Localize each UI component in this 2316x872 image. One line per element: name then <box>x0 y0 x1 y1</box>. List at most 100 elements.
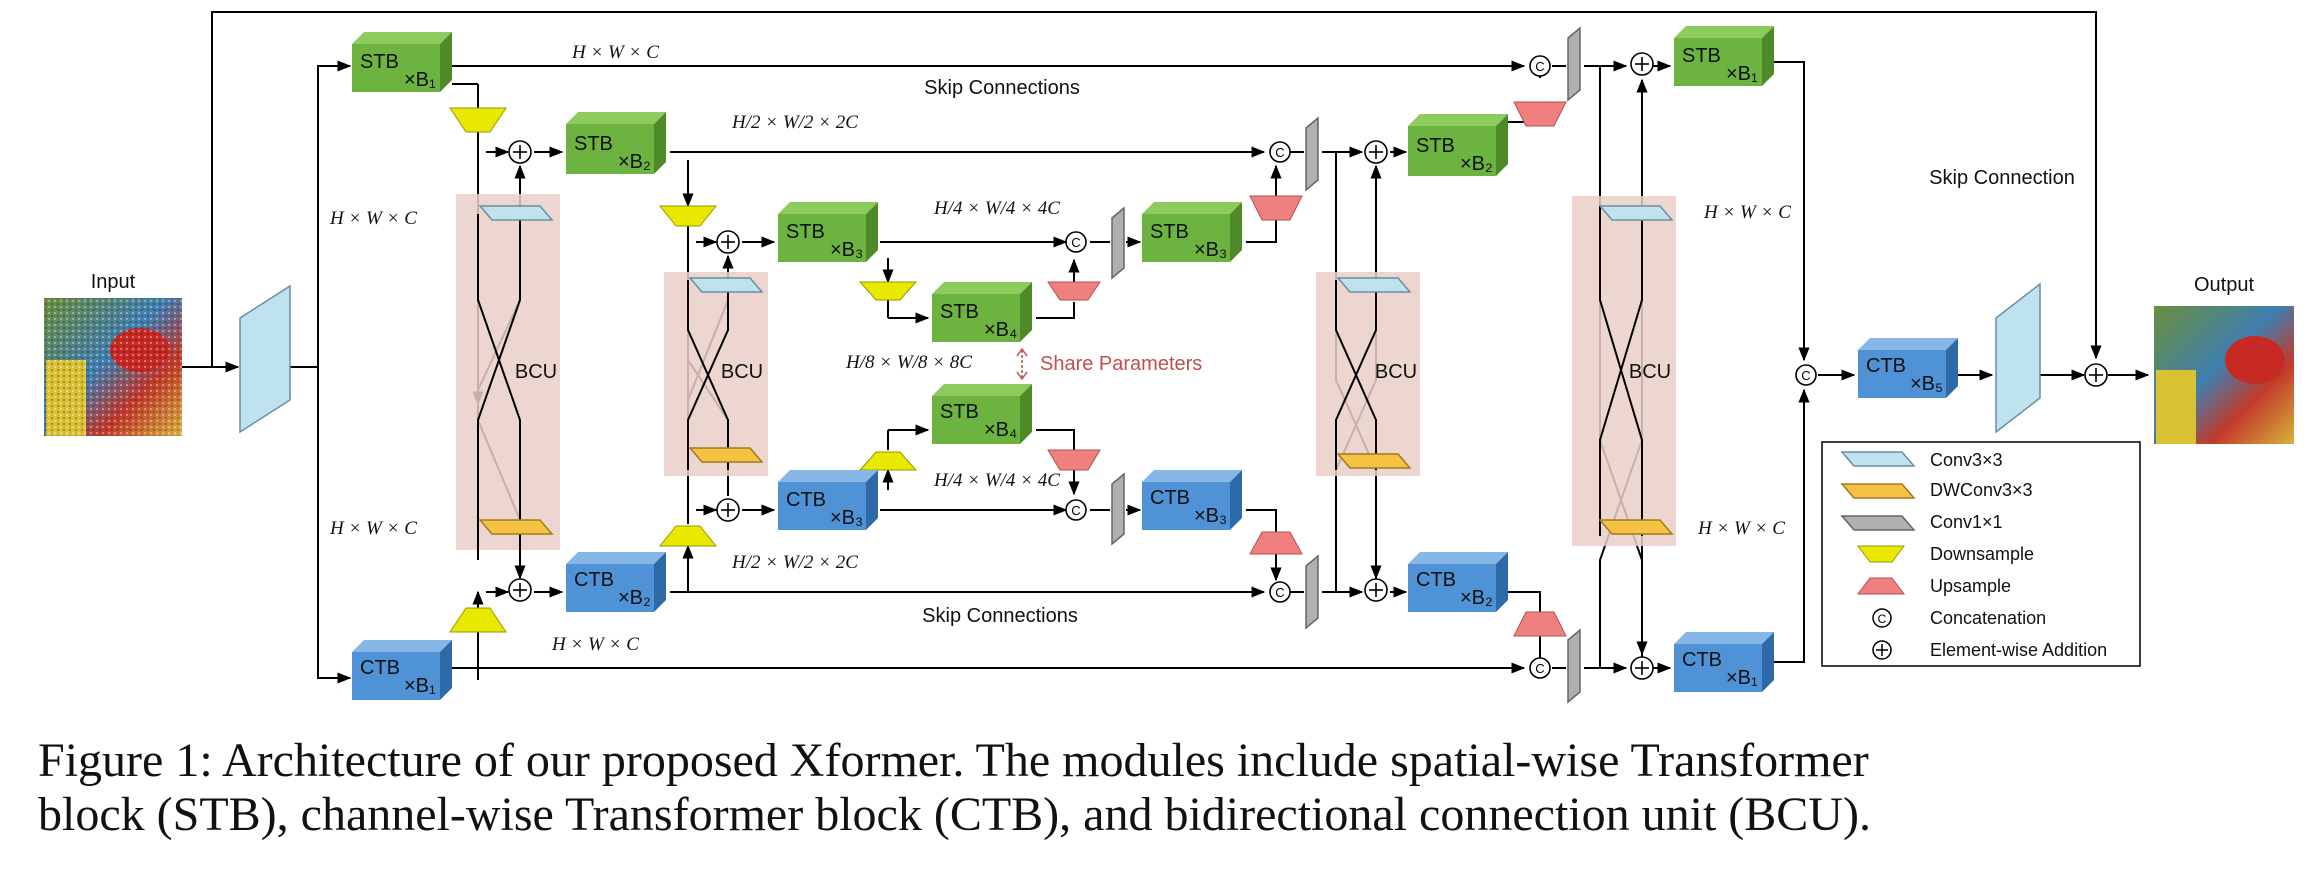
dwconv3x3-icon <box>1840 483 1916 499</box>
repeat-label: ×B₁ <box>1726 667 1758 689</box>
bcu-block-1 <box>456 194 560 550</box>
dim-label-half: H/2 × W/2 × 2C <box>731 112 858 133</box>
legend: C Conv3×3 DWConv3×3 Conv1×1 Downsample U… <box>1821 441 2141 667</box>
repeat-label: ×B₂ <box>618 151 651 173</box>
add-icon <box>716 230 740 254</box>
legend-label: DWConv3×3 <box>1930 480 2033 500</box>
share-parameters: Share Parameters <box>1016 347 1202 381</box>
concat-icon: C <box>1795 364 1817 386</box>
svg-text:C: C <box>1071 503 1080 518</box>
repeat-label: ×B₁ <box>1726 63 1758 85</box>
dim-label-hwc: H × W × C <box>1703 202 1791 223</box>
add-icon <box>1630 656 1654 680</box>
repeat-label: ×B₁ <box>404 69 436 91</box>
samplers <box>449 101 1567 637</box>
stb-label: STB <box>940 401 979 423</box>
repeat-label: ×B₂ <box>1460 587 1493 609</box>
input-label: Input <box>91 271 136 293</box>
dim-label-quarter: H/4 × W/4 × 4C <box>933 198 1060 219</box>
stb-label: STB <box>1416 135 1455 157</box>
ctb-block-2-enc <box>566 552 666 612</box>
ctb-label: CTB <box>574 569 614 591</box>
stb-block-2-enc <box>566 112 666 174</box>
add-icon <box>1364 578 1388 602</box>
concat-icon: C <box>1065 499 1087 521</box>
bcu-blocks <box>456 194 1676 550</box>
legend-label: Conv3×3 <box>1930 450 2003 470</box>
repeat-label: ×B₅ <box>1910 373 1943 395</box>
concat-icon: C <box>1529 55 1551 77</box>
repeat-label: ×B₄ <box>984 419 1017 441</box>
bcu-block-2 <box>664 272 768 476</box>
caption-line-1: Figure 1: Architecture of our proposed X… <box>38 734 1869 787</box>
skip-connection-label-right: Skip Connection <box>1929 167 2075 189</box>
conv3x3-icon <box>1840 451 1916 467</box>
stb-block-3-enc <box>778 202 878 262</box>
stb-block-4-shared <box>932 384 1032 444</box>
ctb-label: CTB <box>786 489 826 511</box>
output-label: Output <box>2194 274 2254 296</box>
skip-connections-label-top: Skip Connections <box>924 77 1080 99</box>
repeat-label: ×B₃ <box>830 239 863 261</box>
legend-label: Downsample <box>1930 544 2034 564</box>
stb-block-4 <box>932 282 1032 342</box>
conv3x3-output <box>1995 282 2041 434</box>
svg-text:C: C <box>1535 661 1544 676</box>
stb-label: STB <box>786 221 825 243</box>
svg-text:C: C <box>1275 145 1284 160</box>
legend-label: Upsample <box>1930 576 2011 596</box>
conv-plates <box>239 26 2041 704</box>
svg-text:C: C <box>1535 59 1544 74</box>
repeat-label: ×B₃ <box>830 507 863 529</box>
ctb-label: CTB <box>360 657 400 679</box>
bcu-block-3 <box>1316 272 1420 476</box>
add-icon <box>508 578 532 602</box>
caption-line-2: block (STB), channel-wise Transformer bl… <box>38 788 1871 841</box>
legend-label: Element-wise Addition <box>1930 640 2107 660</box>
svg-text:C: C <box>1071 235 1080 250</box>
transformer-blocks <box>352 26 1958 700</box>
ctb-label: CTB <box>1150 487 1190 509</box>
downsample-icon <box>1857 545 1905 563</box>
repeat-label: ×B₃ <box>1194 239 1227 261</box>
svg-text:C: C <box>1801 368 1810 383</box>
dim-label-hwc: H × W × C <box>329 518 417 539</box>
ctb-block-3-enc <box>778 470 878 530</box>
addition-icon <box>1872 640 1892 660</box>
bcu-label-1: BCU <box>515 361 557 383</box>
input-image <box>44 298 182 436</box>
figure-caption: Figure 1: Architecture of our proposed X… <box>38 734 2288 842</box>
concatenation-icon: C <box>1872 608 1892 628</box>
dim-label-hwc: H × W × C <box>1697 518 1785 539</box>
conv1x1-icon <box>1840 515 1916 531</box>
bcu-label-4: BCU <box>1629 361 1671 383</box>
add-icon <box>716 498 740 522</box>
operators: C C C C C C C <box>508 52 2108 680</box>
repeat-label: ×B₃ <box>1194 505 1227 527</box>
stb-block-1-dec <box>1674 26 1774 86</box>
ctb-label: CTB <box>1866 355 1906 377</box>
stb-block-1-enc <box>352 32 452 92</box>
dim-label-hwc: H × W × C <box>571 42 659 63</box>
skip-connections-label-bottom: Skip Connections <box>922 605 1078 627</box>
ctb-block-3-dec <box>1142 470 1242 530</box>
dim-label-half: H/2 × W/2 × 2C <box>731 552 858 573</box>
repeat-label: ×B₁ <box>404 675 436 697</box>
ctb-block-1-dec <box>1674 632 1774 692</box>
dim-label-quarter: H/4 × W/4 × 4C <box>933 470 1060 491</box>
architecture-diagram: Input Output <box>44 11 2294 704</box>
stb-label: STB <box>940 301 979 323</box>
output-image <box>2154 306 2294 444</box>
add-icon <box>1630 52 1654 76</box>
ctb-block-1-enc <box>352 640 452 700</box>
concat-icon: C <box>1269 141 1291 163</box>
ctb-label: CTB <box>1682 649 1722 671</box>
ctb-block-5 <box>1858 338 1958 398</box>
share-parameters-label: Share Parameters <box>1040 353 1202 375</box>
svg-text:C: C <box>1275 585 1284 600</box>
concat-icon: C <box>1065 231 1087 253</box>
dim-label-hwc: H × W × C <box>329 208 417 229</box>
svg-text:C: C <box>1878 612 1887 626</box>
stb-block-3-dec <box>1142 202 1242 262</box>
stb-label: STB <box>1682 45 1721 67</box>
